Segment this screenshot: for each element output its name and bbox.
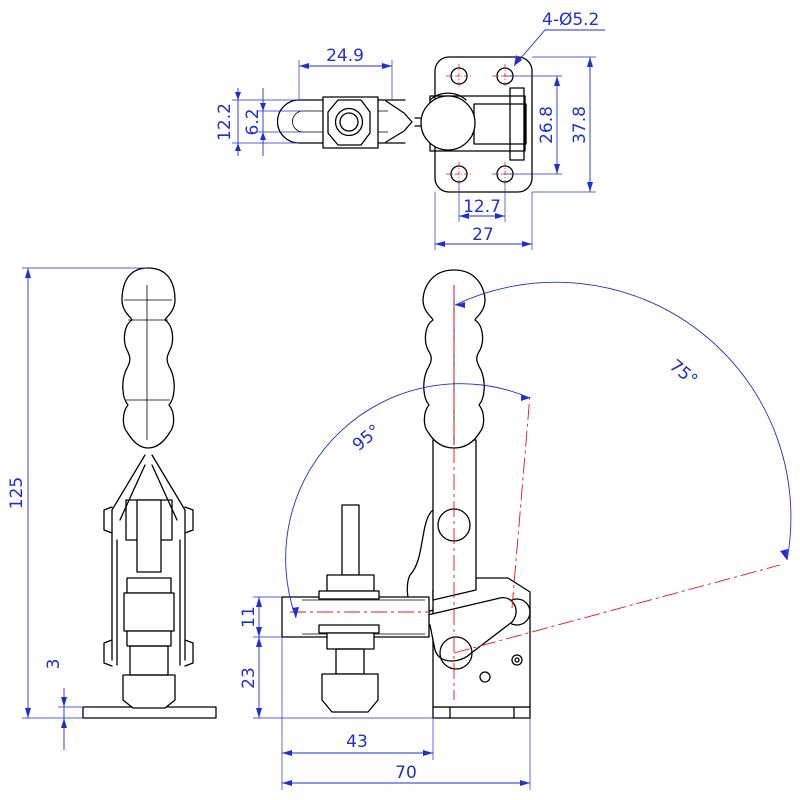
dim-top-width-inner: 6.2 [243,108,263,135]
dim-overall-length: 70 [395,763,417,783]
side-view-right [281,269,781,719]
dim-arm-angle: 95° [349,421,385,456]
dim-holes-callout: 4-Ø5.2 [542,10,599,30]
dim-handle-angle: 75° [665,356,701,391]
top-view [276,56,533,193]
dim-overall-height: 125 [7,477,27,509]
dim-base-thickness: 3 [44,659,64,670]
dim-base-width: 27 [472,225,494,245]
dim-hole-spacing-x: 12.7 [463,197,501,217]
dim-top-length: 24.9 [326,46,364,66]
dim-hole-spacing-y: 26.8 [537,106,557,144]
side-view-left [82,267,217,719]
dim-base-to-arm: 23 [239,667,259,689]
dimensions [22,29,792,790]
dim-reach: 43 [346,732,368,752]
dim-top-width-outer: 12.2 [215,103,235,141]
dim-base-length: 37.8 [570,106,590,144]
dim-spindle-height: 11 [239,606,259,628]
